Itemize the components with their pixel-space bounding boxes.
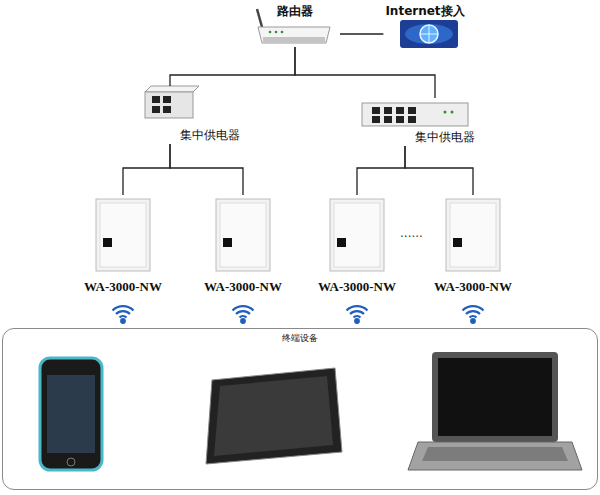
node-label: WA-3000-NW [434, 279, 512, 295]
cable-line [170, 144, 243, 195]
cable-line [357, 146, 405, 195]
cable-line [405, 146, 473, 195]
poe-switch-icon [362, 103, 468, 126]
ellipsis-label: ...... [400, 226, 423, 240]
node-label: WA-3000-NW [204, 279, 282, 295]
access-point: WA-3000-NW [307, 195, 407, 295]
router-node: 路由器 [250, 3, 340, 47]
node-label: 路由器 [277, 3, 313, 20]
laptop-picture [408, 352, 582, 470]
poe-injector: 集中供电器 [142, 86, 252, 144]
tablet-picture [206, 368, 342, 464]
poe-injector-icon [145, 86, 199, 118]
node-label: 集中供电器 [180, 127, 240, 144]
internet-node: Internet接入 [383, 3, 466, 50]
node-label: WA-3000-NW [84, 279, 162, 295]
poe-switch: 集中供电器 [355, 98, 479, 146]
cable-line [170, 47, 295, 86]
device-panel: 终端设备 [2, 328, 598, 490]
access-point: WA-3000-NW [73, 195, 173, 295]
access-point-icon [96, 199, 500, 271]
node-label: 终端设备 [282, 332, 318, 345]
node-label: Internet接入 [385, 3, 464, 20]
cable-line [340, 33, 383, 34]
node-label: 集中供电器 [415, 129, 475, 146]
cable-line [295, 47, 435, 98]
phone-picture [40, 358, 102, 470]
wifi-symbol [113, 306, 484, 323]
node-label: WA-3000-NW [318, 279, 396, 295]
cable-line [123, 144, 170, 195]
access-point: WA-3000-NW [423, 195, 523, 295]
access-point: WA-3000-NW [193, 195, 293, 295]
internet-icon [400, 20, 458, 48]
